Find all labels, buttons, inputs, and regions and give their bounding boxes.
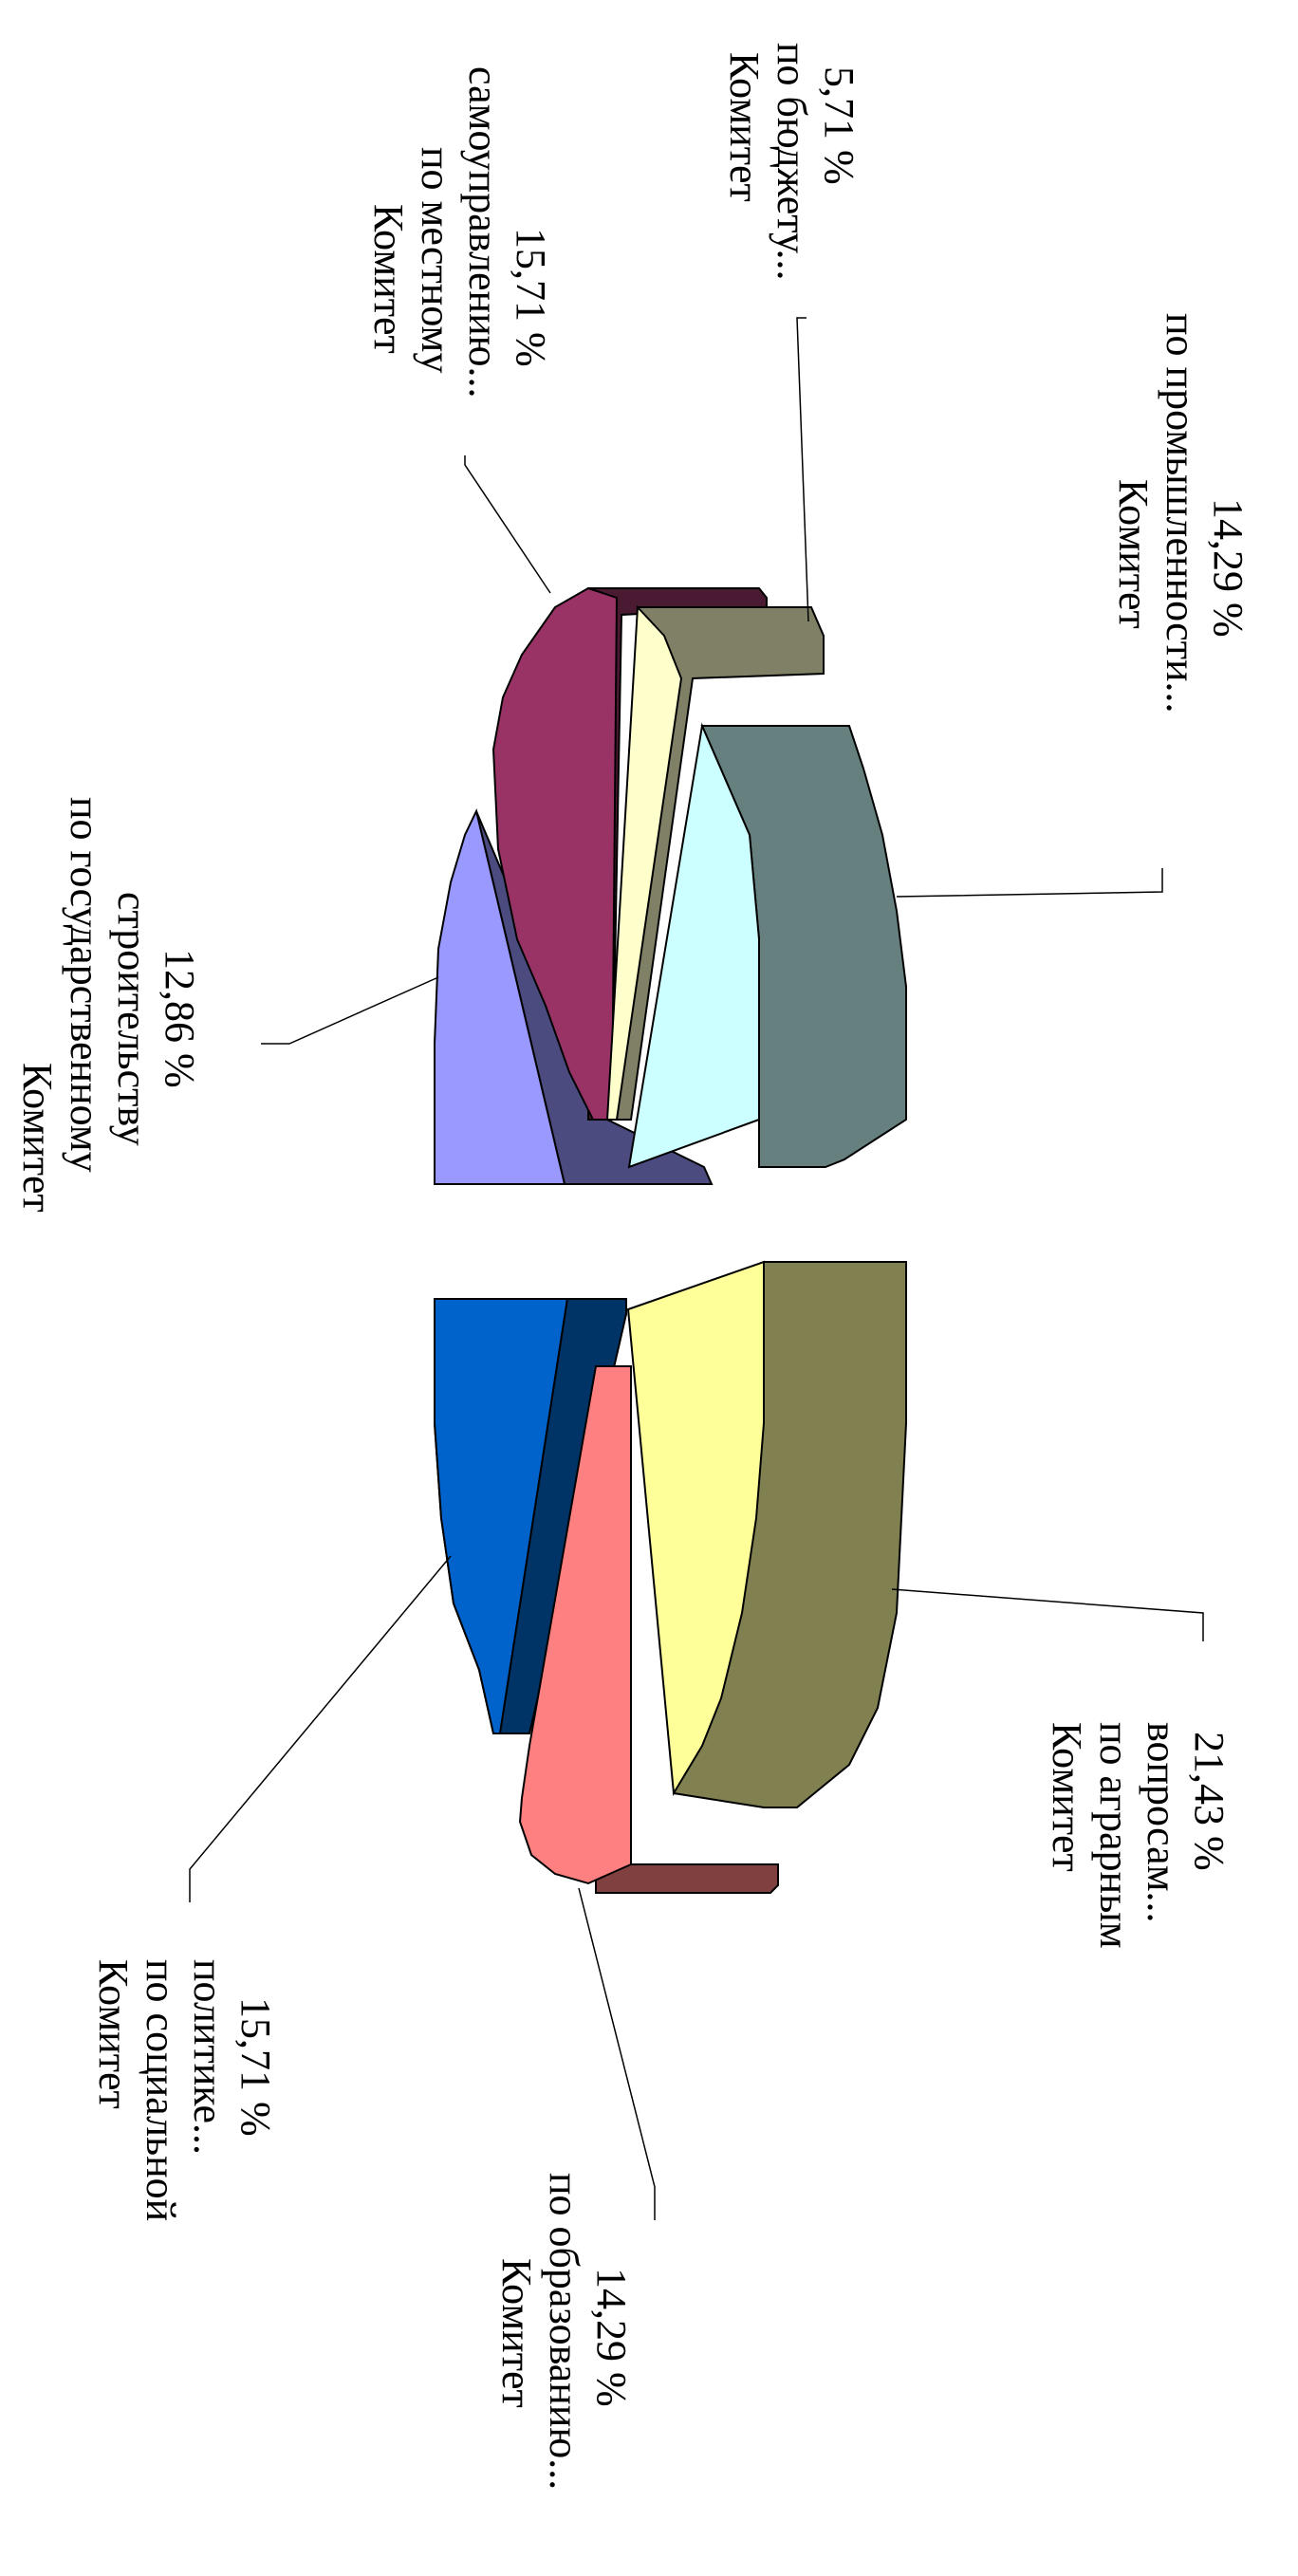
leader-line-agrarian [891,1588,1204,1641]
label-social-policy-line3: политике... [185,1959,232,2155]
label-agrarian-percent: 21,43 % [1186,1732,1233,1871]
label-state-construction-line3: строительству [109,892,156,1146]
leader-line-industry [896,868,1163,898]
leader-lines [189,317,1204,2220]
pie-slice-agrarian [626,1260,907,1808]
label-agrarian: Комитет по аграрным вопросам... 21,43 % [1044,1722,1233,1949]
label-state-construction: Комитет по государственному строительств… [14,797,203,1213]
leader-line-education [578,1887,656,2220]
label-industry: Комитет по промышленности... 14,29 % [1110,313,1252,713]
label-industry-percent: 14,29 % [1205,498,1252,638]
label-agrarian-line3: вопросам... [1139,1722,1185,1923]
label-agrarian-line1: Комитет [1044,1722,1090,1872]
label-budget-percent: 5,71 % [816,66,862,185]
pie-slice-education [518,1365,779,1894]
label-state-construction-line2: по государственному [62,797,108,1173]
label-social-policy-percent: 15,71 % [232,1997,279,2137]
leader-line-budget [796,317,809,622]
label-social-policy: Комитет по социальной политике... 15,71 … [90,1959,279,2221]
label-social-policy-line1: Комитет [90,1959,137,2109]
pie-slice-budget [605,604,825,1121]
label-local-government: Комитет по местному самоуправлению... 15… [365,66,554,398]
label-industry-line1: Комитет [1110,479,1157,629]
pie-slice-industry [627,722,907,1169]
label-local-government-percent: 15,71 % [508,228,554,367]
label-education: Комитет по образованию... 14,29 % [493,2173,635,2490]
label-education-line1: Комитет [493,2258,540,2408]
label-budget: Комитет по бюджету... 5,71 % [721,43,862,281]
label-agrarian-line2: по аграрным [1091,1722,1138,1949]
label-local-government-line1: Комитет [365,204,412,354]
label-state-construction-percent: 12,86 % [157,949,203,1088]
label-local-government-line2: по местному [413,147,459,373]
leader-line-local-government [464,455,551,594]
leader-line-social-policy [189,1555,452,1902]
pie-plot-area [434,586,907,1894]
label-state-construction-line1: Комитет [14,1063,61,1213]
label-social-policy-line2: по социальной [138,1959,184,2221]
leader-line-state-construction [261,976,439,1045]
label-education-percent: 14,29 % [588,2268,635,2407]
label-budget-line2: по бюджету... [769,43,815,281]
label-local-government-line3: самоуправлению... [460,66,507,398]
pie-slice-local-government [491,586,768,1121]
label-education-line2: по образованию... [541,2173,587,2490]
label-budget-line1: Комитет [721,52,768,202]
label-industry-line2: по промышленности... [1158,313,1204,713]
